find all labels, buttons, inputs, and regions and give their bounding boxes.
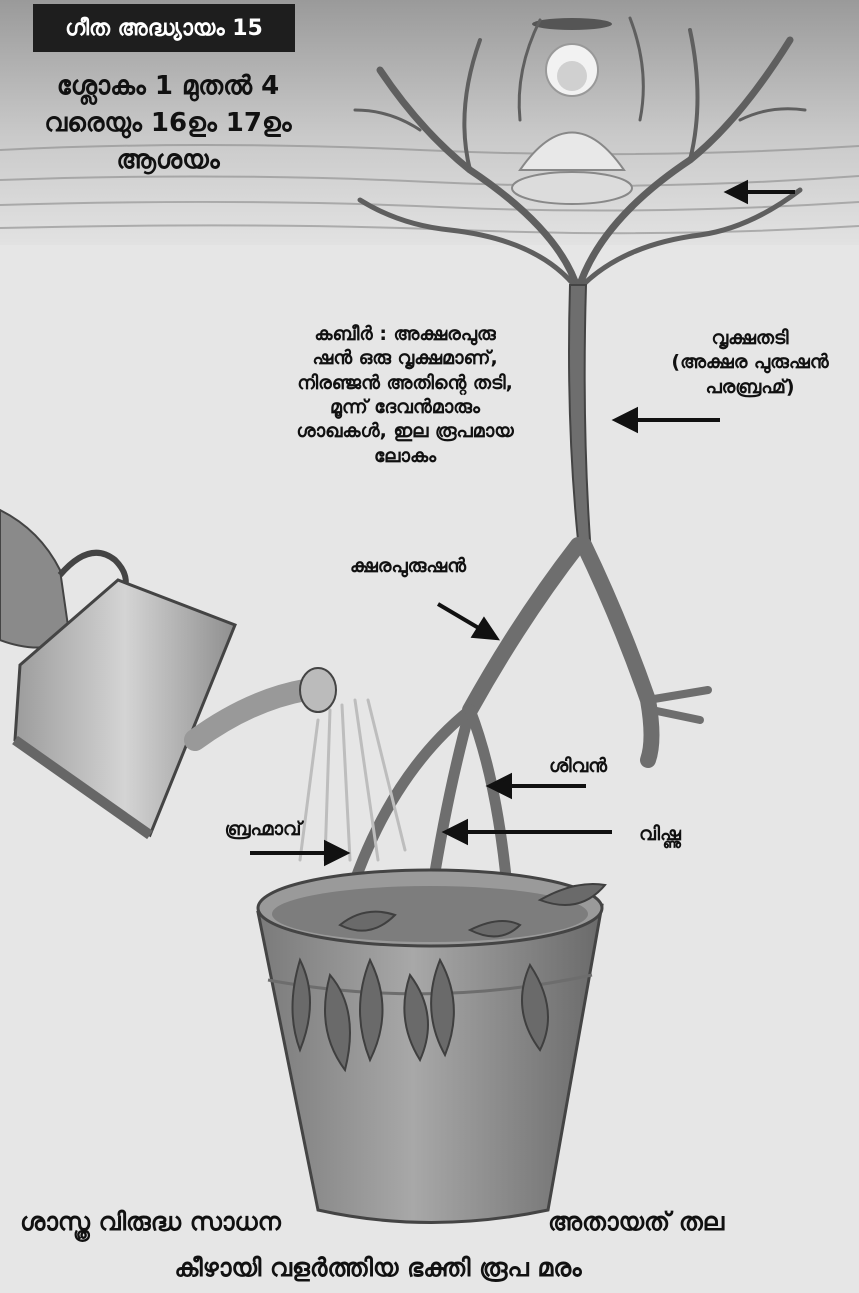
verse-heading-line-2: വരെയും 16ഉം 17ഉം	[44, 108, 291, 138]
kabir-line-5: ശാഖകൾ, ഇല രൂപമായ	[296, 420, 513, 442]
vishnu-label: വിഷ്ണു	[600, 822, 720, 846]
kabir-line-6: ലോകം	[374, 445, 436, 467]
kabir-line-1: കബീർ : അക്ഷരപുരു	[314, 323, 495, 345]
footer-right-caption: അതായത് തല	[548, 1206, 728, 1238]
kabir-line-3: നിരഞ്ജൻ അതിന്റെ തടി,	[297, 372, 513, 394]
brahma-label: ബ്രഹ്മാവ്	[188, 817, 338, 841]
kabir-line-4: മൂന്ന് ദേവൻമാരും	[330, 396, 480, 418]
flower-pot	[258, 870, 602, 1223]
trunk-label-line-1: വൃക്ഷതടി	[711, 327, 788, 349]
trunk-label-line-3: പരബ്രഹ്മ്)	[705, 376, 794, 398]
footer-left-caption: ശാസ്ത്ര വിരുദ്ധ സാധന	[20, 1206, 330, 1238]
chapter-badge-text: ഗീത അദ്ധ്യായം 15	[65, 16, 263, 41]
verse-heading-line-1: ശ്ലോകം 1 മുതൽ 4	[57, 71, 279, 101]
trunk-label-line-2: (അക്ഷര പുരുഷൻ	[671, 351, 828, 373]
verse-heading: ശ്ലോകം 1 മുതൽ 4 വരെയും 16ഉം 17ഉം ആശയം	[18, 68, 318, 179]
kshara-purusha-label: ക്ഷരപുരുഷൻ	[318, 554, 498, 578]
trunk-label: വൃക്ഷതടി (അക്ഷര പുരുഷൻ പരബ്രഹ്മ്)	[630, 326, 859, 399]
verse-heading-line-3: ആശയം	[116, 145, 219, 175]
shiva-label: ശിവൻ	[528, 754, 628, 778]
kabir-line-2: ഷൻ ഒരു വൃക്ഷമാണ്,	[312, 347, 497, 369]
footer-bottom-caption: കീഴായി വളർത്തിയ ഭക്തി രൂപ മരം	[168, 1252, 588, 1284]
kabir-explanation: കബീർ : അക്ഷരപുരു ഷൻ ഒരു വൃക്ഷമാണ്, നിരഞ്…	[260, 322, 550, 468]
chapter-badge: ഗീത അദ്ധ്യായം 15	[33, 4, 295, 52]
